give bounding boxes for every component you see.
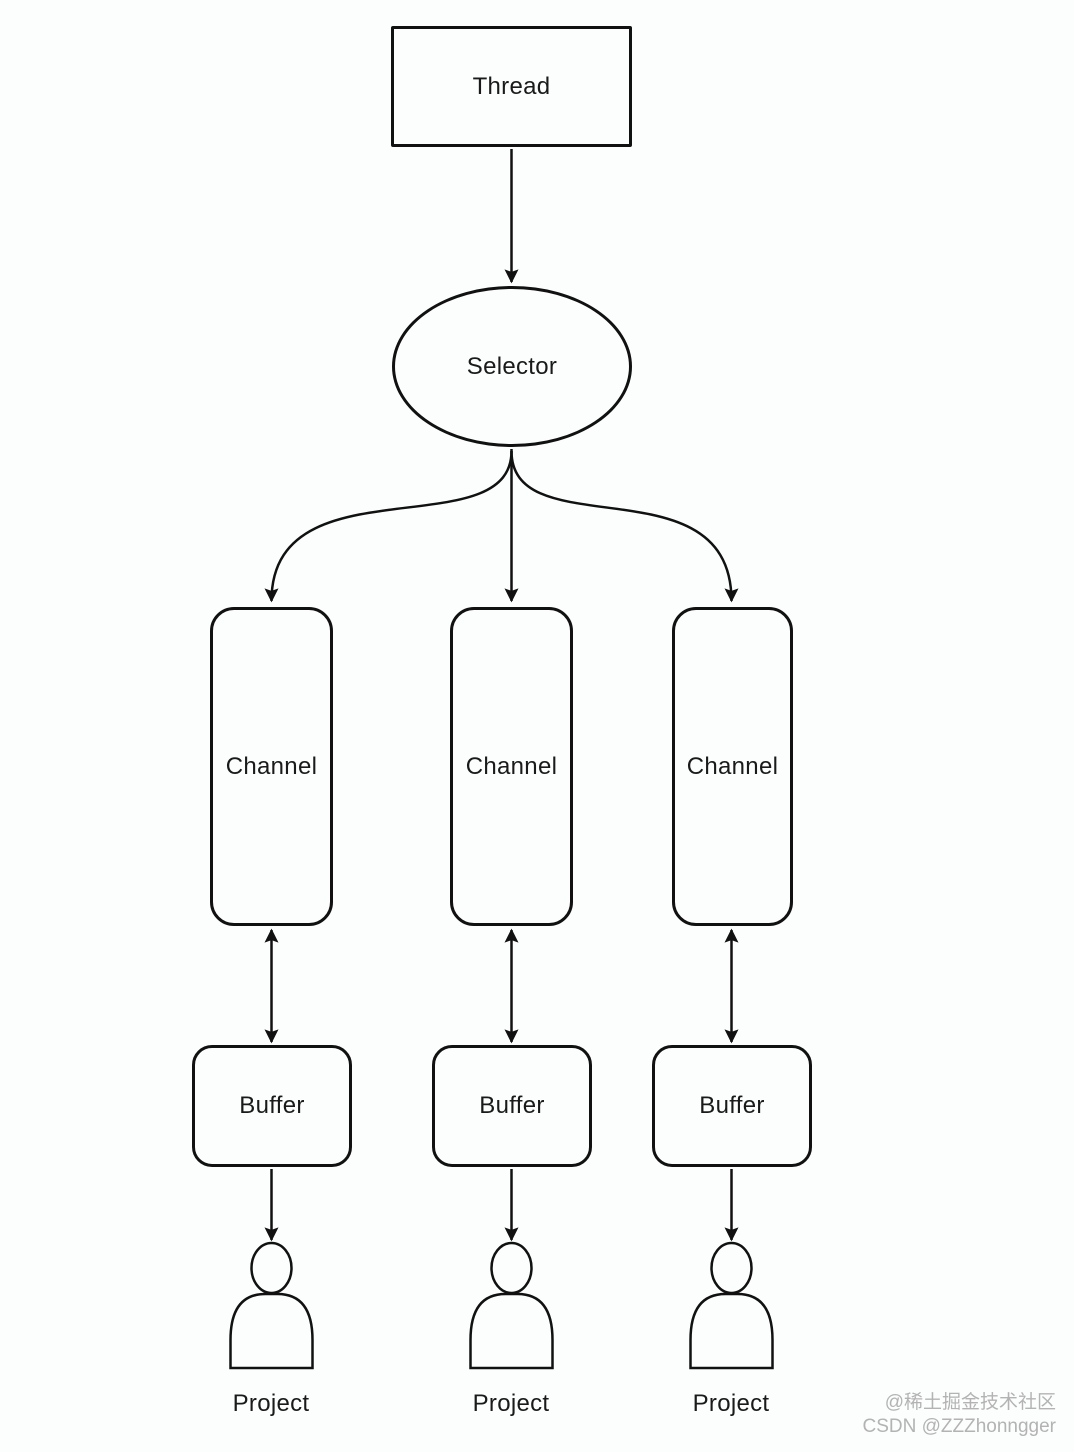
person-icon (689, 1241, 774, 1370)
person-icon (229, 1241, 314, 1370)
arrow-selector-to-channel-3 (510, 450, 739, 603)
channel-node-2: Channel (450, 607, 573, 926)
project-label-2: Project (472, 1390, 550, 1417)
buffer-node-2: Buffer (432, 1045, 592, 1167)
selector-label: Selector (466, 352, 558, 380)
thread-node: Thread (391, 26, 632, 147)
buffer-node-3: Buffer (652, 1045, 812, 1167)
buffer-label: Buffer (479, 1092, 545, 1119)
project-label-1: Project (232, 1390, 310, 1417)
selector-node: Selector (392, 286, 632, 447)
channel-label: Channel (225, 752, 318, 780)
buffer-label: Buffer (699, 1092, 765, 1119)
thread-label: Thread (472, 72, 551, 100)
buffer-node-1: Buffer (192, 1045, 352, 1167)
channel-node-1: Channel (210, 607, 333, 926)
buffer-label: Buffer (239, 1092, 305, 1119)
channel-label: Channel (686, 752, 779, 780)
channel-node-3: Channel (672, 607, 793, 926)
person-icon (469, 1241, 554, 1370)
watermark: @稀土掘金技术社区 CSDN @ZZZhonngger (862, 1391, 1056, 1439)
project-label-3: Project (692, 1390, 770, 1417)
watermark-line-1: @稀土掘金技术社区 (884, 1392, 1056, 1413)
watermark-line-2: CSDN @ZZZhonngger (862, 1416, 1056, 1437)
channel-label: Channel (465, 752, 558, 780)
arrow-selector-to-channel-1 (264, 450, 513, 603)
